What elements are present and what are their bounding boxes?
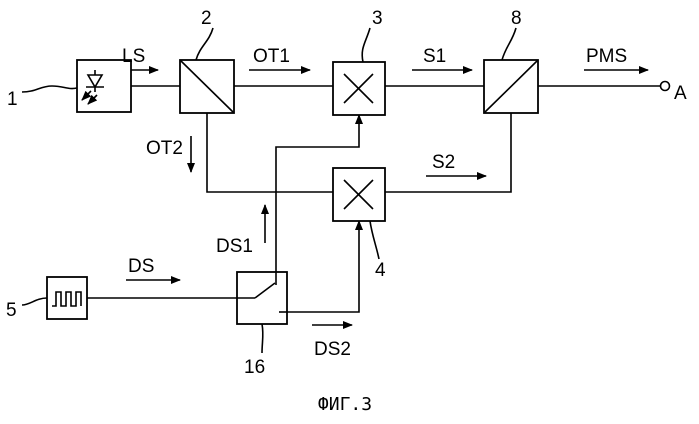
modulator2-block [333, 168, 385, 221]
combiner-block [484, 60, 538, 113]
line-switch-to-modulator2 [287, 221, 359, 312]
output-terminal [661, 82, 670, 91]
splitter-block [180, 60, 234, 113]
ref-number-combiner: 8 [511, 8, 522, 29]
line-splitter-to-modulator2 [207, 113, 333, 192]
ref-number-modulator2: 4 [375, 260, 386, 281]
ref-number-generator: 5 [6, 300, 17, 321]
label-ds: DS [128, 256, 154, 277]
label-pms: PMS [586, 46, 627, 67]
modulator1-block [333, 62, 385, 115]
ref-number-switch: 16 [244, 357, 265, 378]
label-ot1: OT1 [253, 46, 290, 67]
ref-number-laser: 1 [7, 89, 18, 110]
label-s2: S2 [432, 152, 455, 173]
generator-block [47, 277, 87, 319]
label-ls: LS [122, 46, 145, 67]
label-s1: S1 [423, 46, 446, 67]
label-output-port: A [674, 83, 687, 104]
pulse-waveform-icon [52, 292, 81, 306]
ref-number-splitter: 2 [201, 8, 212, 29]
label-ds1: DS1 [216, 236, 253, 257]
label-ot2: OT2 [146, 138, 183, 159]
switch-block [237, 272, 287, 324]
ref-number-modulator1: 3 [372, 8, 383, 29]
laser-block [77, 60, 131, 112]
figure-caption: ФИГ.3 [318, 394, 372, 415]
label-ds2: DS2 [314, 339, 351, 360]
